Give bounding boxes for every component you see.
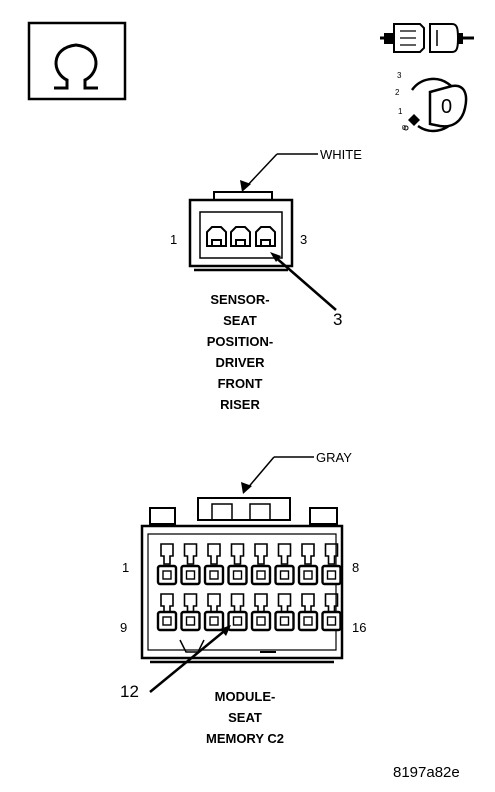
pin-latch — [183, 543, 198, 565]
pin-cavity — [250, 610, 272, 632]
pin-cavity — [180, 610, 201, 632]
ignition-position-2: 2 — [395, 88, 400, 97]
connector-2-color-label: GRAY — [316, 450, 352, 465]
pin-cavity — [180, 564, 201, 586]
pin-hole — [209, 570, 219, 580]
pin-hole — [279, 570, 290, 580]
connector-1-pin-first: 1 — [170, 232, 178, 247]
pin-latch — [230, 543, 245, 565]
pin-cavity — [203, 610, 225, 632]
pin-hole — [303, 570, 313, 580]
pin-hole — [162, 570, 172, 580]
connector-2-caption: MODULE- SEAT MEMORY C2 — [170, 686, 320, 749]
connector-2-drawing — [140, 456, 344, 693]
pin-cavity — [156, 564, 178, 586]
pin-latch — [254, 543, 268, 565]
pin-cavity — [297, 564, 319, 586]
connector-1-drawing — [188, 153, 337, 311]
pin-hole — [209, 616, 219, 626]
connector-1-caption: SENSOR- SEAT POSITION- DRIVER FRONT RISE… — [170, 289, 310, 415]
caption-line: FRONT — [217, 376, 263, 391]
unplugged-connector-icon — [380, 23, 474, 53]
ignition-position-0: 0 — [402, 125, 406, 132]
connector-2-pin-top-right: 8 — [352, 560, 360, 575]
caption-line: RISER — [220, 397, 260, 412]
figure-id: 8197a82e — [393, 764, 460, 781]
caption-line: SENSOR- — [210, 292, 270, 307]
pin-hole — [185, 570, 196, 580]
pin-latch — [207, 543, 221, 565]
caption-line: MODULE- — [214, 689, 276, 704]
pin-hole — [256, 616, 266, 626]
pin-hole — [162, 616, 172, 626]
ignition-position-3: 3 — [397, 71, 402, 80]
connector-1-callout: 3 — [333, 310, 343, 329]
caption-line: SEAT — [223, 313, 257, 328]
pin-cavity — [227, 610, 248, 632]
connector-2-pin-bottom-left: 9 — [120, 620, 128, 635]
pin-latch — [277, 543, 292, 565]
ignition-key-off-icon — [403, 77, 468, 133]
pin-cavity — [203, 564, 225, 586]
ignition-key-label: 0 — [441, 96, 453, 118]
ohm-meter-icon — [27, 21, 127, 101]
caption-line: SEAT — [228, 710, 262, 725]
pin-hole — [326, 570, 337, 580]
pin-cavity — [274, 564, 295, 586]
pin-latch — [301, 543, 315, 565]
pin-cavity — [321, 564, 342, 586]
pin-hole — [232, 570, 243, 580]
connector-2-pin-top-left: 1 — [122, 560, 130, 575]
pin-hole — [256, 570, 266, 580]
ignition-position-1: 1 — [398, 107, 403, 116]
pin-hole — [232, 616, 243, 626]
pin-hole — [185, 616, 196, 626]
caption-line: DRIVER — [215, 355, 265, 370]
pin-hole — [326, 616, 337, 626]
pin-cavity — [274, 610, 295, 632]
pin-latch — [324, 543, 339, 565]
pin-cavity — [321, 610, 342, 632]
connector-1-color-label: WHITE — [320, 147, 362, 162]
connector-2-callout: 12 — [120, 682, 139, 701]
pin-cavity — [250, 564, 272, 586]
connector-2-pin-bottom-right: 16 — [352, 620, 367, 635]
pin-hole — [303, 616, 313, 626]
caption-line: POSITION- — [206, 334, 274, 349]
caption-line: MEMORY C2 — [205, 731, 284, 746]
pin-cavity — [297, 610, 319, 632]
pin-cavity — [227, 564, 248, 586]
connector-1-pin-last: 3 — [300, 232, 308, 247]
pin-hole — [279, 616, 290, 626]
pin-cavity — [156, 610, 178, 632]
pin-latch — [160, 543, 174, 565]
